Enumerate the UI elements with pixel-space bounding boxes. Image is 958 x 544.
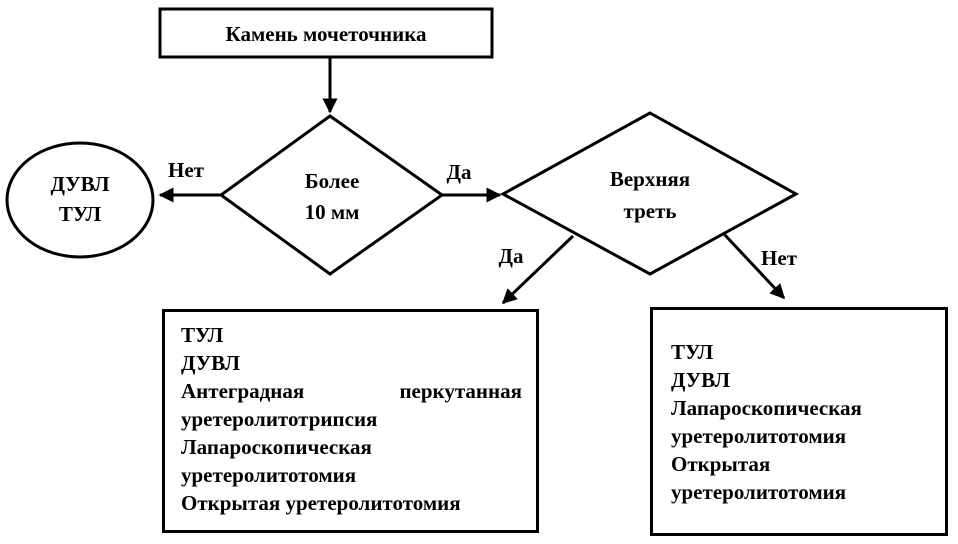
edge-label-yes-down: Да [499, 244, 524, 268]
decision-size-line2: 10 мм [305, 200, 360, 224]
option-duvl: ДУВЛ [671, 368, 730, 392]
result-box-no: ТУЛ ДУВЛ Лапароскопическая уретеролитото… [650, 307, 948, 536]
option-ureterolithotomy-2: уретеролитотомия [671, 480, 847, 504]
oval-line1: ДУВЛ [51, 172, 110, 196]
edge-label-no-left: Нет [168, 158, 205, 182]
start-label: Камень мочеточника [226, 22, 427, 46]
edge-label-no-down: Нет [761, 246, 798, 270]
option-duvl: ДУВЛ [181, 351, 240, 375]
option-open-ureterolithotomy: Открытая уретеролитотомия [181, 491, 461, 515]
decision-size-line1: Более [305, 169, 360, 193]
option-antegrade-word2: перкутанная [399, 379, 522, 403]
decision-upper-third [499, 111, 800, 276]
edge-label-yes-right: Да [447, 160, 472, 184]
option-laparoscopic: Лапароскопическая [671, 396, 862, 420]
option-laparoscopic: Лапароскопическая [181, 435, 372, 459]
option-tul: ТУЛ [671, 340, 714, 364]
decision-upper-third-line2: треть [624, 199, 677, 223]
decision-size [218, 114, 445, 276]
start-box [158, 7, 494, 59]
decision-upper-third-line1: Верхняя [610, 167, 690, 191]
option-antegrade-word1: Антеградная [181, 379, 305, 403]
oval-line2: ТУЛ [59, 202, 102, 226]
result-box-yes: ТУЛ ДУВЛ Антеградная перкутанная уретеро… [162, 309, 539, 533]
option-ureterolithotomy: уретеролитотомия [671, 424, 847, 448]
option-ureterolithotripsy: уретеролитотрипсия [181, 407, 378, 431]
option-antegrade-row: Антеградная перкутанная [181, 377, 522, 405]
option-open: Открытая [671, 452, 771, 476]
option-tul: ТУЛ [181, 323, 224, 347]
edge-yes-to-left-box [501, 234, 575, 305]
oval-result [5, 141, 155, 259]
option-ureterolithotomy: уретеролитотомия [181, 463, 357, 487]
edge-no-to-right-box [722, 232, 786, 300]
